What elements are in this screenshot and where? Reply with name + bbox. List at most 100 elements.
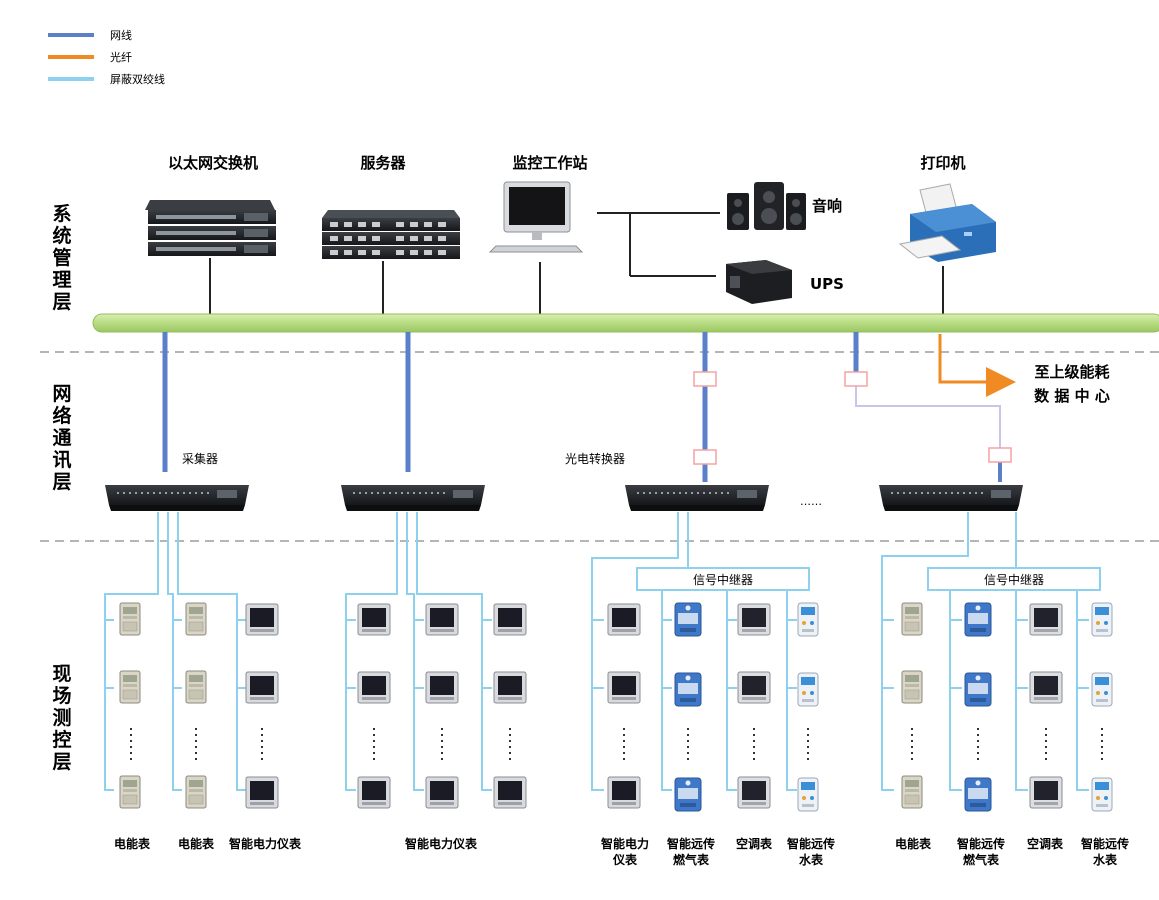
printer-icon bbox=[898, 183, 996, 262]
ethernet-switch-label: 以太网交换机 bbox=[168, 154, 258, 172]
gas-meter-icon bbox=[674, 777, 702, 812]
printer: 打印机 bbox=[898, 154, 996, 316]
layer-title-char: 络 bbox=[52, 404, 71, 427]
collector-icon bbox=[625, 485, 769, 511]
water-meter-icon bbox=[797, 602, 819, 637]
water-meter-icon bbox=[797, 777, 819, 812]
energy-meter-icon bbox=[901, 602, 923, 636]
signal-repeater: 信号中继器 bbox=[636, 567, 810, 591]
column-label: 水表 bbox=[1093, 852, 1118, 867]
power-meter-icon bbox=[607, 603, 641, 636]
repeater-label: 信号中继器 bbox=[693, 572, 753, 587]
power-meter-icon bbox=[493, 603, 527, 636]
ethernet-switch: 以太网交换机 bbox=[145, 154, 276, 316]
column-label: 智能远传 bbox=[786, 836, 835, 851]
column-label: 电能表 bbox=[895, 836, 932, 851]
power-meter-icon bbox=[357, 603, 391, 636]
upper-center-line1: 至上级能耗 bbox=[1034, 363, 1109, 381]
column-label: 智能电力仪表 bbox=[228, 836, 302, 851]
ac-meter-icon bbox=[737, 671, 771, 704]
network-cables bbox=[162, 332, 859, 482]
layer-title-char: 管 bbox=[52, 246, 71, 269]
collector-icon bbox=[879, 485, 1023, 511]
layer-title-network: 网 络 通 讯 层 bbox=[52, 383, 72, 493]
continuation-dots bbox=[130, 728, 1103, 760]
gas-meter-icon bbox=[964, 672, 992, 707]
server-icon bbox=[322, 210, 460, 259]
legend: 网线 光纤 屏蔽双绞线 bbox=[48, 28, 165, 86]
layer-title-char: 测 bbox=[52, 707, 71, 729]
gas-meter-icon bbox=[674, 602, 702, 637]
photoelectric-converter-boxes bbox=[693, 371, 1012, 465]
speaker-icon bbox=[727, 182, 806, 230]
energy-meter-icon bbox=[185, 602, 207, 636]
converter-box bbox=[693, 449, 717, 465]
column-label: 智能远传 bbox=[1080, 836, 1129, 851]
column-label: 燃气表 bbox=[673, 852, 710, 867]
legend-label-network-cable: 网线 bbox=[110, 28, 132, 42]
column-label: 燃气表 bbox=[963, 852, 1000, 867]
layer-title-char: 网 bbox=[52, 383, 71, 405]
layer-title-char: 系 bbox=[52, 203, 71, 225]
power-meter-icon bbox=[425, 603, 459, 636]
power-meter-icon bbox=[425, 776, 459, 809]
energy-meter-icon bbox=[185, 775, 207, 809]
layer-title-char: 层 bbox=[52, 291, 71, 313]
water-meter-icon bbox=[1091, 777, 1113, 812]
speaker: 音响 bbox=[727, 182, 842, 230]
column-label: 智能远传 bbox=[956, 836, 1005, 851]
layer-title-char: 层 bbox=[52, 751, 71, 773]
layer-title-char: 讯 bbox=[52, 449, 71, 471]
gas-meter-icon bbox=[964, 777, 992, 812]
energy-meter-icon bbox=[901, 775, 923, 809]
ethernet-switch-icon bbox=[145, 200, 276, 256]
workstation-icon bbox=[488, 181, 584, 253]
power-meter-icon bbox=[357, 671, 391, 704]
printer-label: 打印机 bbox=[920, 154, 965, 172]
water-meter-icon bbox=[1091, 672, 1113, 707]
layer-title-char: 控 bbox=[52, 728, 71, 751]
layer-title-char: 层 bbox=[52, 471, 71, 493]
energy-meter-icon bbox=[119, 602, 141, 636]
monitoring-workstation: 监控工作站 bbox=[488, 154, 720, 316]
water-meter-icon bbox=[1091, 602, 1113, 637]
repeater-box bbox=[927, 567, 1101, 591]
legend-label-shielded-twisted-pair: 屏蔽双绞线 bbox=[110, 72, 165, 86]
speaker-label: 音响 bbox=[812, 197, 842, 215]
field-column-labels: 电能表 电能表 智能电力仪表 智能电力仪表 智能电力 仪表 智能远传 燃气表 空… bbox=[114, 836, 1129, 867]
power-meter-icon bbox=[493, 671, 527, 704]
layer-title-char: 场 bbox=[52, 685, 71, 707]
repeater-box bbox=[636, 567, 810, 591]
signal-repeater: 信号中继器 bbox=[927, 567, 1101, 591]
ups-icon bbox=[726, 260, 792, 304]
column-label: 仪表 bbox=[612, 852, 638, 867]
layer-title-char: 现 bbox=[52, 663, 71, 685]
power-meter-icon bbox=[357, 776, 391, 809]
column-label: 智能远传 bbox=[666, 836, 715, 851]
backbone-bus bbox=[92, 313, 1159, 333]
collector-icon bbox=[341, 485, 485, 511]
power-meter-icon bbox=[245, 671, 279, 704]
energy-meter-icon bbox=[185, 670, 207, 704]
converter-box bbox=[693, 371, 717, 387]
power-meter-icon bbox=[607, 776, 641, 809]
ups: UPS bbox=[726, 260, 844, 304]
converter-label: 光电转换器 bbox=[565, 451, 625, 466]
energy-meter-icon bbox=[119, 775, 141, 809]
converter-box bbox=[988, 447, 1012, 463]
column-label: 智能电力仪表 bbox=[404, 836, 478, 851]
column-label: 空调表 bbox=[736, 836, 773, 851]
collector-label: 采集器 bbox=[182, 451, 218, 466]
ac-meter-icon bbox=[737, 603, 771, 636]
power-meter-icon bbox=[425, 671, 459, 704]
more-collectors-ellipsis: …… bbox=[800, 495, 822, 508]
layer-title-char: 通 bbox=[52, 427, 72, 449]
upper-center-line2: 数 据 中 心 bbox=[1034, 387, 1110, 405]
column-label: 电能表 bbox=[178, 836, 215, 851]
gas-meter-icon bbox=[964, 602, 992, 637]
water-meter-icon bbox=[797, 672, 819, 707]
fiber-uplink-arrow bbox=[938, 334, 1016, 397]
server: 服务器 bbox=[322, 154, 460, 316]
column-label: 智能电力 bbox=[600, 836, 649, 851]
